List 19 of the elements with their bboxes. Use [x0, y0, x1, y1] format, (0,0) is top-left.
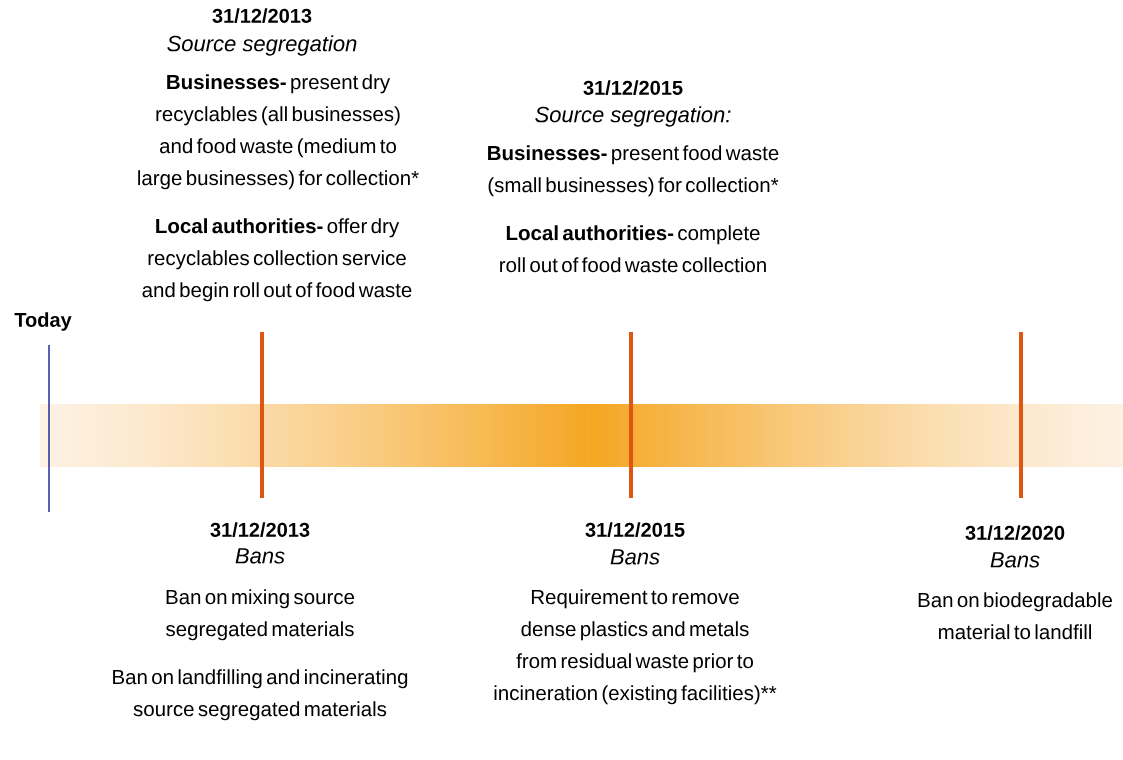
date-heading: 31/12/2020 — [965, 525, 1065, 541]
section-heading: Source segregation — [167, 35, 357, 56]
section-heading: Bans — [990, 552, 1040, 568]
section-heading: Bans — [235, 548, 285, 564]
body-text: Local authorities- offer dry recyclables collection service and begin roll out of food waste — [142, 218, 412, 302]
date-heading: 31/12/2013 — [210, 522, 310, 538]
body-text: Ban on biodegradable material to landfill — [918, 592, 1112, 640]
body-text: Requirement to remove dense plastics and metals from residual waste prior to incineration (existing facilities)** — [494, 589, 777, 705]
date-heading: 31/12/2015 — [585, 522, 685, 538]
body-text: Businesses- present dry recyclables (all businesses) and food waste (medium to large businesses) for collection* — [138, 74, 419, 190]
date-heading: 31/12/2013 — [212, 8, 312, 24]
date-heading: 31/12/2015 — [583, 80, 683, 96]
body-text: Businesses- present food waste (small businesses) for collection* — [488, 145, 779, 197]
body-text: Ban on mixing source segregated materials — [166, 589, 355, 641]
section-heading: Bans — [610, 549, 660, 565]
body-text: Local authorities- complete roll out of food waste collection — [500, 225, 766, 273]
body-text: Ban on landfilling and incinerating source segregated materials — [113, 669, 408, 721]
date-heading: Today — [14, 312, 72, 331]
section-heading: Source segregation: — [535, 106, 731, 127]
